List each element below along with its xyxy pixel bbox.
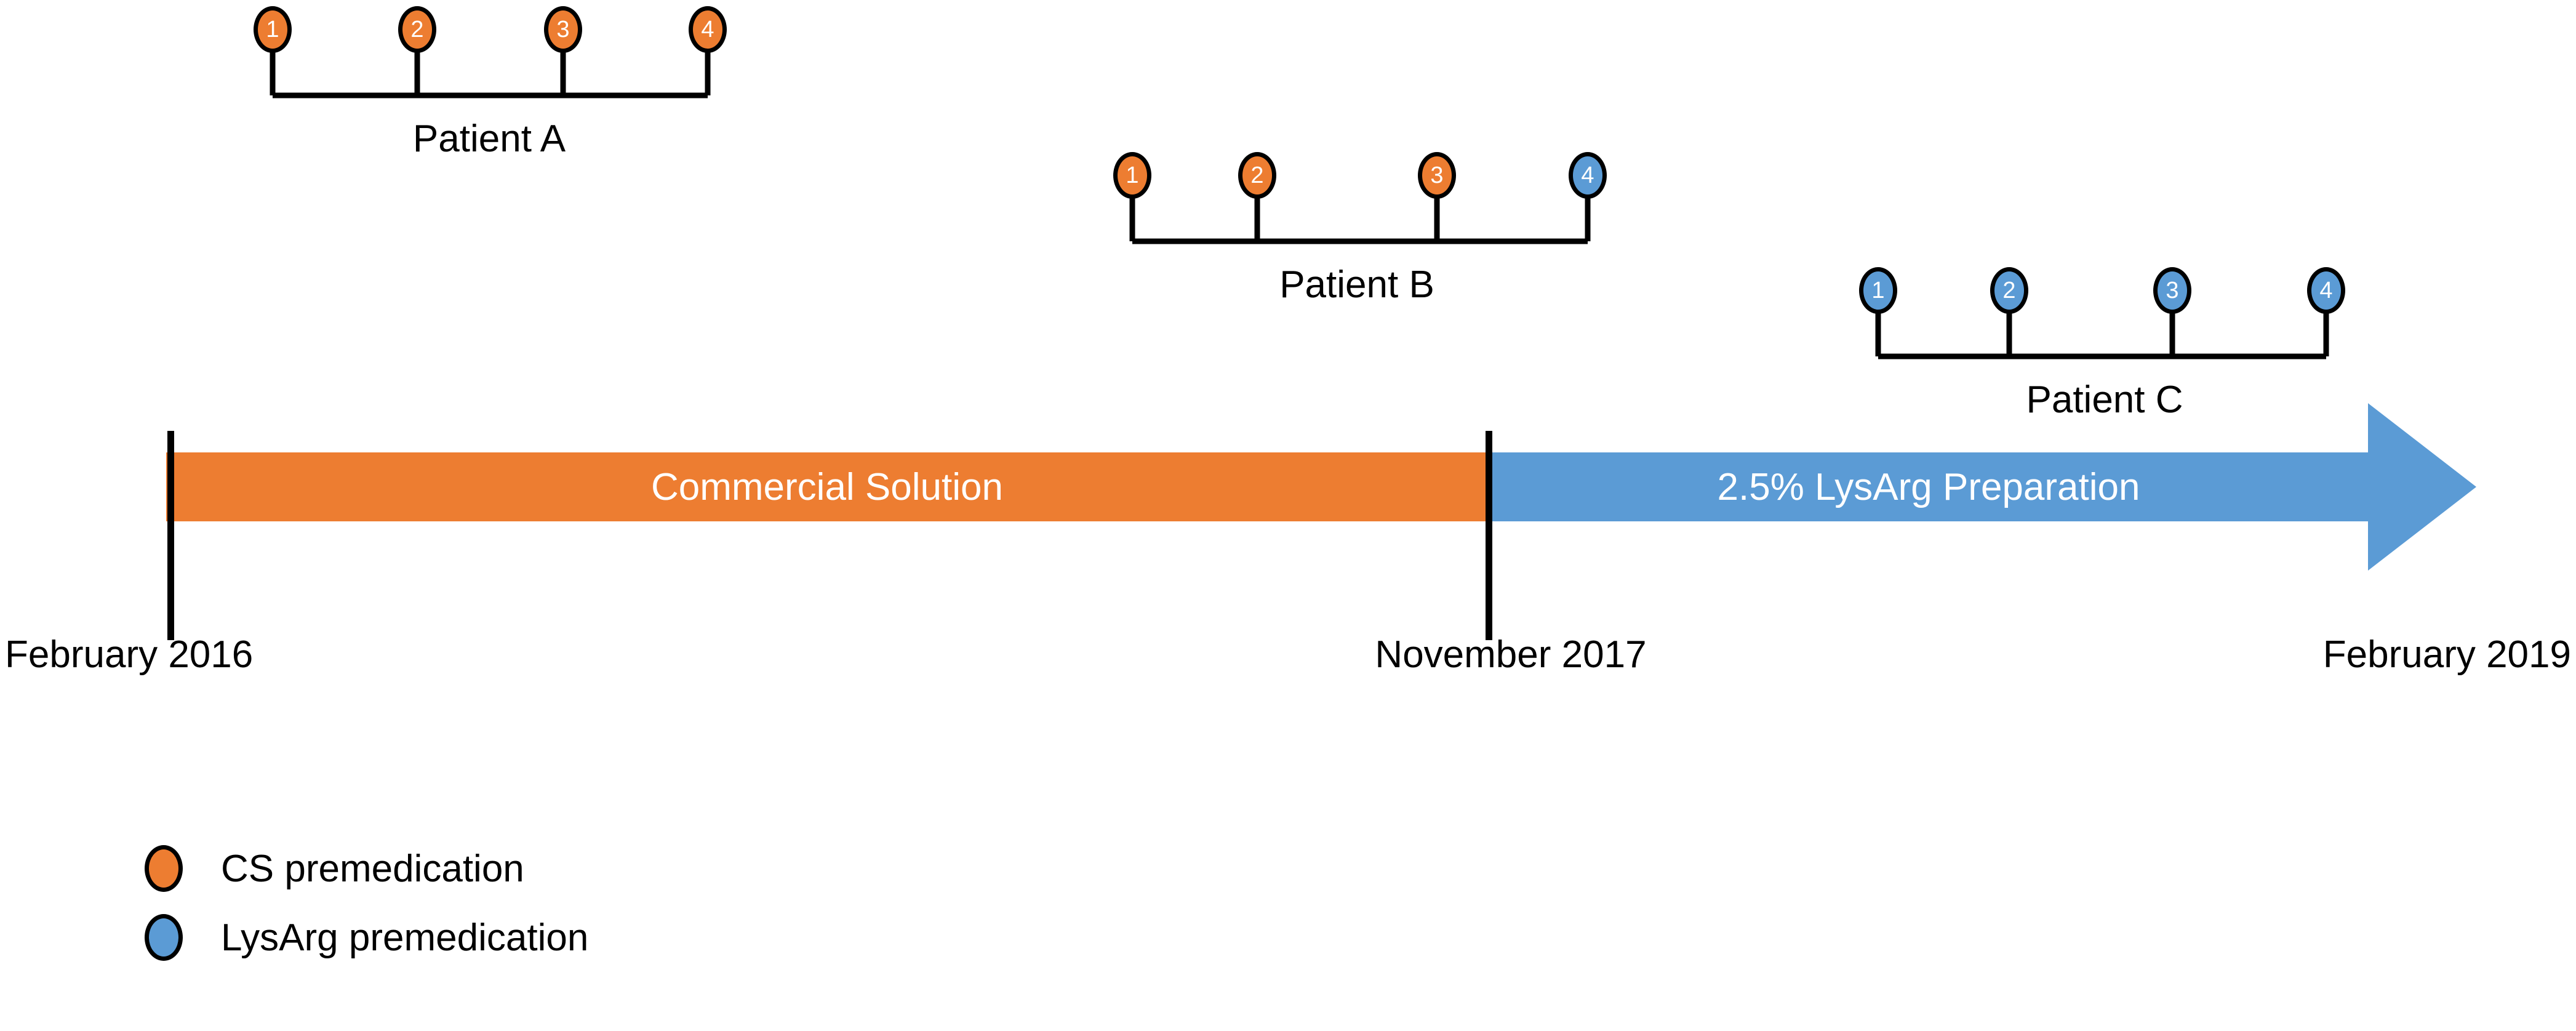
patient-marker: 4	[689, 6, 727, 53]
timeline-segment-label: Commercial Solution	[651, 465, 1003, 508]
marker-number: 3	[556, 17, 570, 42]
patient-marker: 4	[2307, 267, 2345, 314]
marker-number: 2	[410, 17, 424, 42]
patient-marker: 3	[1418, 152, 1456, 199]
marker-number: 1	[1126, 162, 1139, 188]
legend: CS premedication LysArg premedication	[145, 834, 588, 972]
patient-marker: 1	[1113, 152, 1151, 199]
patient-marker: 1	[254, 6, 292, 53]
legend-label-lysarg: LysArg premedication	[221, 916, 589, 959]
patient-marker: 2	[398, 6, 436, 53]
marker-number: 2	[2002, 278, 2016, 303]
patient-marker: 2	[1990, 267, 2028, 314]
patient-marker: 3	[544, 6, 582, 53]
marker-number: 1	[266, 17, 279, 42]
marker-number: 1	[1871, 278, 1885, 303]
patient-marker: 1	[1859, 267, 1897, 314]
patient-label: Patient B	[1279, 263, 1434, 306]
timeline-arrow-icon	[2368, 403, 2476, 571]
patient-marker: 2	[1238, 152, 1276, 199]
patient-marker: 4	[1569, 152, 1607, 199]
timeline-tick	[1486, 431, 1492, 640]
legend-swatch-cs-icon	[145, 845, 183, 892]
timeline-segment-label: 2.5% LysArg Preparation	[1717, 465, 2140, 508]
timeline-tick	[167, 431, 174, 640]
timeline-segment-lysarg: 2.5% LysArg Preparation	[1488, 452, 2369, 521]
timeline-date-label: November 2017	[1375, 633, 1647, 676]
legend-label-cs: CS premedication	[221, 847, 524, 890]
patient-label: Patient A	[412, 118, 566, 160]
patient-label: Patient C	[2026, 379, 2183, 421]
legend-item-lysarg: LysArg premedication	[145, 903, 588, 972]
timeline-date-label: February 2019	[2322, 633, 2571, 676]
marker-number: 4	[1581, 162, 1594, 188]
patient-marker: 3	[2153, 267, 2191, 314]
legend-item-cs: CS premedication	[145, 834, 588, 903]
timeline-segment-cs: Commercial Solution	[166, 452, 1488, 521]
marker-number: 3	[2166, 278, 2179, 303]
timeline-date-label: February 2016	[5, 633, 254, 676]
marker-number: 2	[1250, 162, 1264, 188]
marker-number: 3	[1430, 162, 1444, 188]
marker-number: 4	[2319, 278, 2333, 303]
legend-swatch-lysarg-icon	[145, 914, 183, 961]
marker-number: 4	[701, 17, 714, 42]
